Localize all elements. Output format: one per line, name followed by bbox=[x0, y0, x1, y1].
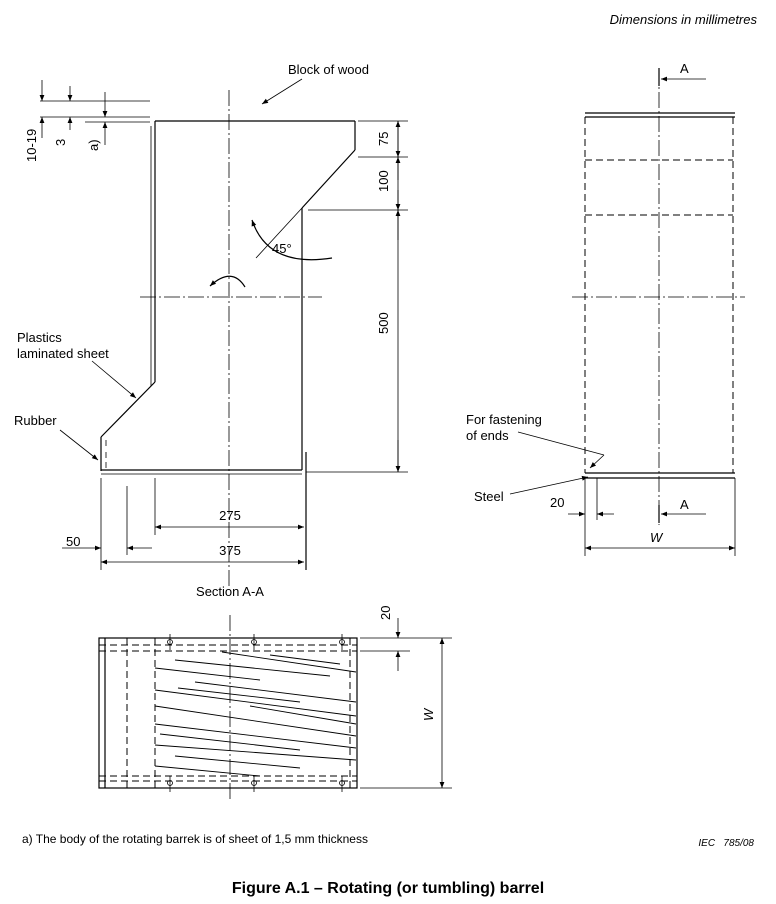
section-mark-top: A bbox=[680, 61, 689, 76]
dim-note-ref: a) bbox=[86, 139, 101, 151]
units-note: Dimensions in millimetres bbox=[610, 12, 758, 27]
dim-50: 50 bbox=[66, 534, 80, 549]
figure-code: IEC 785/08 bbox=[698, 838, 754, 849]
dim-275: 275 bbox=[219, 508, 241, 523]
dim-10-19: 10-19 bbox=[24, 129, 39, 162]
label-plastics-2: laminated sheet bbox=[17, 346, 109, 361]
section-view: 45° Block of wood Plastics laminated she… bbox=[14, 62, 408, 590]
figure-caption: Figure A.1 – Rotating (or tumbling) barr… bbox=[232, 880, 544, 897]
dim-375: 375 bbox=[219, 543, 241, 558]
label-plastics-1: Plastics bbox=[17, 330, 62, 345]
dim-500: 500 bbox=[376, 312, 391, 334]
footnote: a) The body of the rotating barrek is of… bbox=[22, 832, 368, 846]
bottom-view: Section A-A bbox=[98, 584, 452, 800]
dim-3: 3 bbox=[53, 139, 68, 146]
section-mark-bottom: A bbox=[680, 497, 689, 512]
label-fastening-1: For fastening bbox=[466, 412, 542, 427]
label-fastening-2: of ends bbox=[466, 428, 509, 443]
label-rubber: Rubber bbox=[14, 413, 57, 428]
dim-100: 100 bbox=[376, 170, 391, 192]
section-title: Section A-A bbox=[196, 584, 264, 599]
dim-20-side: 20 bbox=[550, 495, 564, 510]
laminated-sheet-hatching bbox=[154, 651, 357, 777]
dim-w-side: W bbox=[650, 530, 664, 545]
label-block-of-wood: Block of wood bbox=[288, 62, 369, 77]
side-view: A A For fastening of ends Steel 20 W bbox=[466, 61, 745, 556]
dim-20-bottom: 20 bbox=[378, 606, 393, 620]
label-steel: Steel bbox=[474, 489, 504, 504]
dim-w-bottom: W bbox=[421, 707, 436, 721]
angle-label: 45° bbox=[272, 241, 292, 256]
dim-75: 75 bbox=[376, 132, 391, 146]
